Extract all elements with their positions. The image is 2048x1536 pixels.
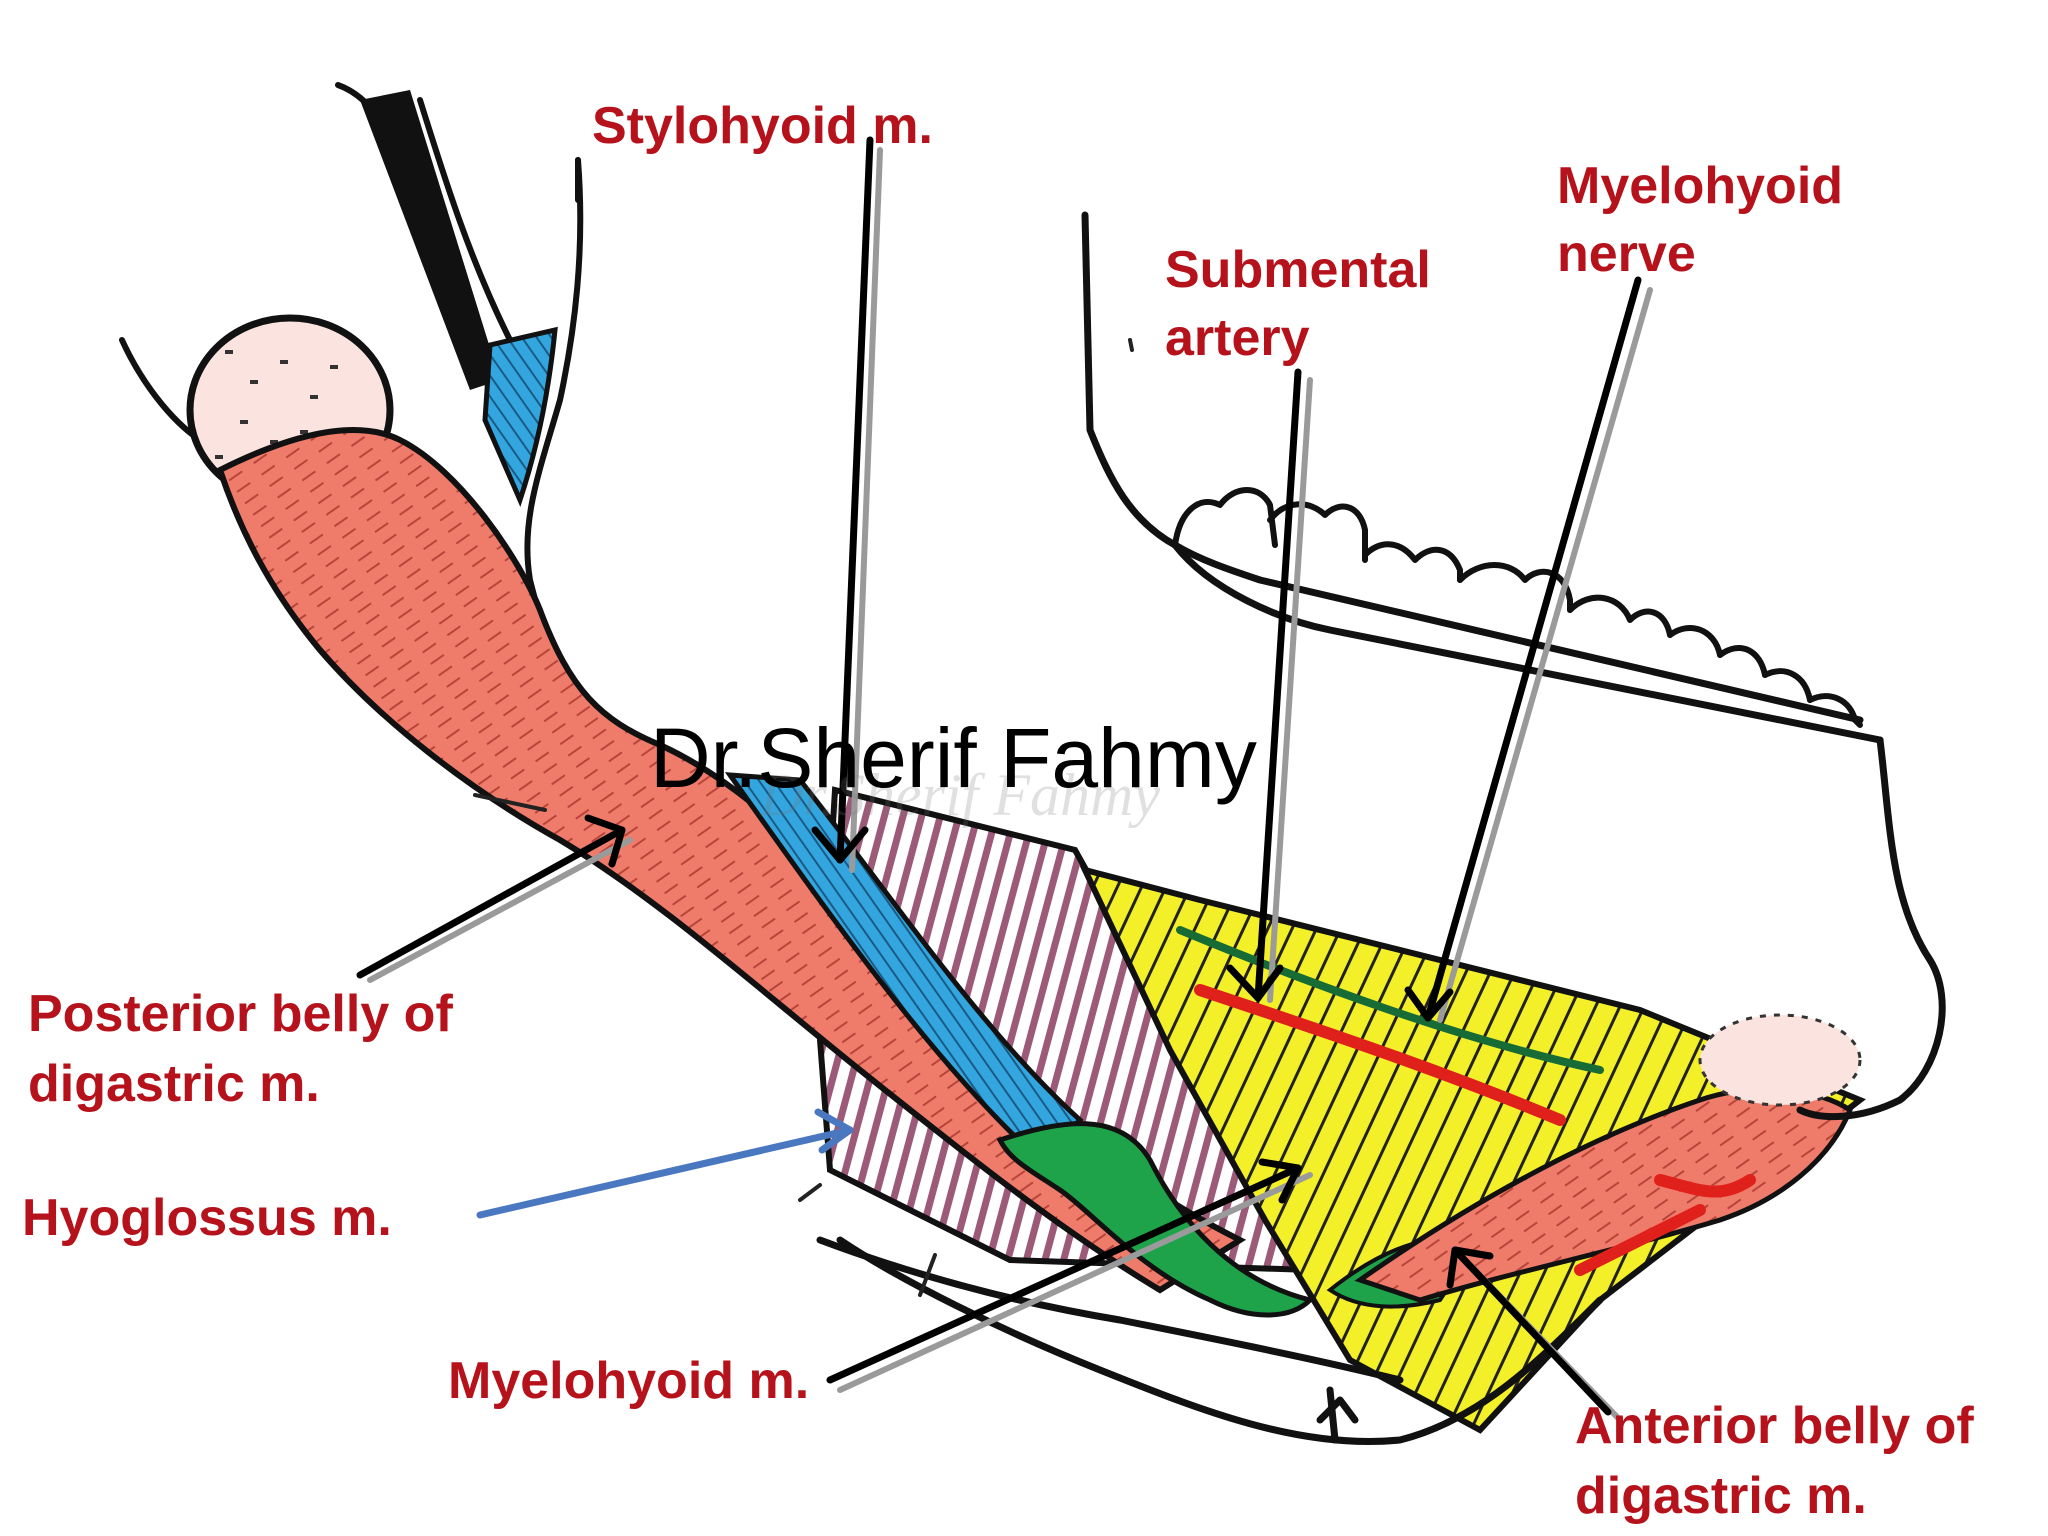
label-submental-artery-line2: artery xyxy=(1165,309,1310,367)
label-myelohyoid-nerve-line2: nerve xyxy=(1557,225,1696,283)
sketch-marks xyxy=(473,338,1134,1297)
anterior-belly-digastric xyxy=(1354,1013,1862,1303)
label-myelohyoid-muscle: Myelohyoid m. xyxy=(448,1352,810,1410)
label-stylohyoid: Stylohyoid m. xyxy=(592,97,933,155)
label-posterior-belly-line1: Posterior belly of xyxy=(28,985,453,1043)
label-anterior-belly-line2: digastric m. xyxy=(1575,1467,1867,1525)
pointer-lines xyxy=(356,136,1653,1423)
mylohyoid-nerve xyxy=(1176,926,1604,1074)
label-posterior-belly-line2: digastric m. xyxy=(28,1055,320,1113)
label-hyoglossus: Hyoglossus m. xyxy=(22,1189,392,1247)
watermark-ghost: Dr.Sherif Fahmy xyxy=(760,762,1160,828)
watermark: Dr.Sherif Fahmy xyxy=(650,711,1257,805)
styloid-process xyxy=(360,90,500,390)
label-submental-artery-line1: Submental xyxy=(1165,241,1431,299)
label-myelohyoid-nerve-line1: Myelohyoid xyxy=(1557,157,1844,215)
label-anterior-belly-line1: Anterior belly of xyxy=(1575,1397,1974,1455)
submental-artery xyxy=(1194,984,1756,1276)
mandible-outline xyxy=(816,211,1946,1446)
stylohyoid-muscle xyxy=(482,326,1084,1164)
mylohyoid-muscle xyxy=(1079,865,1866,1434)
